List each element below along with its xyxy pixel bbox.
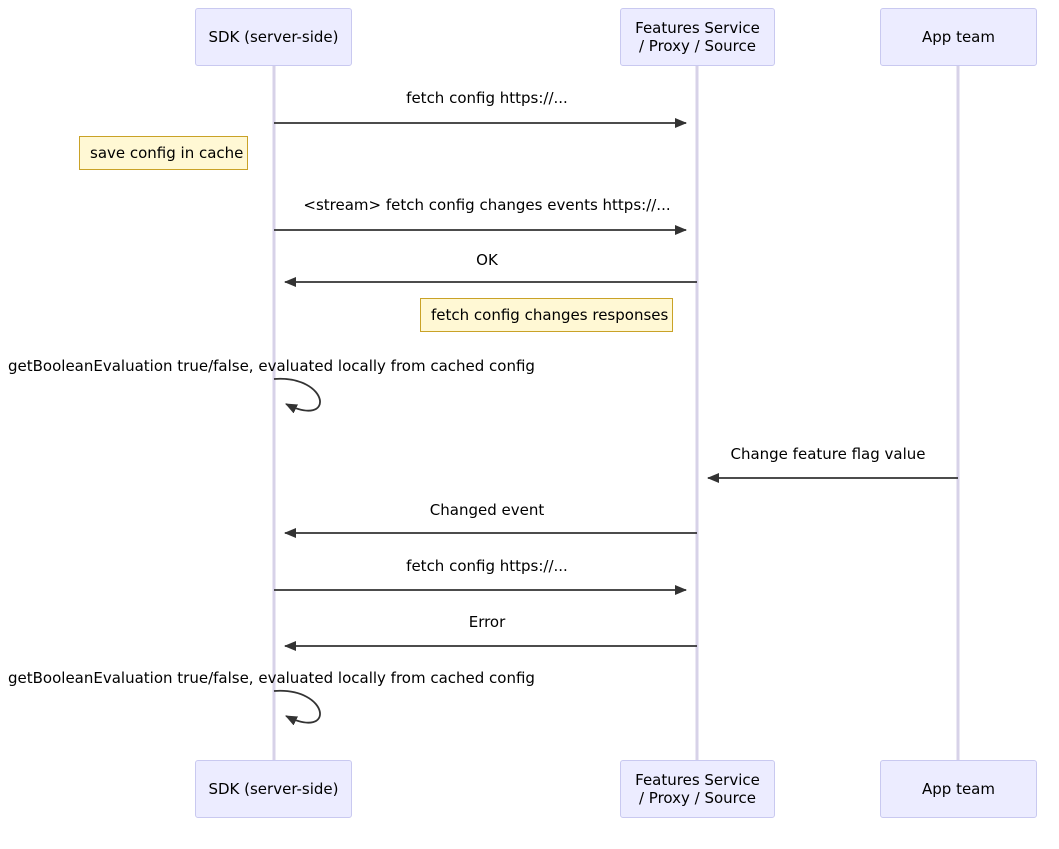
message-label-changed-event: Changed event (429, 501, 545, 519)
participant-appteam-bottom[interactable]: App team (880, 760, 1037, 818)
participant-label: Features Service / Proxy / Source (635, 19, 760, 55)
participant-label: Features Service / Proxy / Source (635, 771, 760, 807)
participant-sdk-top[interactable]: SDK (server-side) (195, 8, 352, 66)
note-save-config-in-cache: save config in cache (79, 136, 248, 170)
note-label: save config in cache (90, 144, 244, 162)
participant-features-bottom[interactable]: Features Service / Proxy / Source (620, 760, 775, 818)
message-label-fetch-config-2: fetch config https://... (406, 557, 568, 575)
message-label-change-feature-flag-value: Change feature flag value (730, 445, 926, 463)
message-label-get-boolean-evaluation-2: getBooleanEvaluation true/false, evaluat… (8, 669, 535, 687)
message-label-ok: OK (476, 251, 498, 269)
participant-label: App team (922, 28, 995, 46)
note-fetch-config-changes-responses: fetch config changes responses (420, 298, 673, 332)
message-label-fetch-config-1: fetch config https://... (406, 89, 568, 107)
message-label-stream-fetch-config-changes: <stream> fetch config changes events htt… (303, 196, 671, 214)
note-label: fetch config changes responses (431, 306, 669, 324)
message-label-error: Error (468, 613, 506, 631)
participant-label: App team (922, 780, 995, 798)
participant-label: SDK (server-side) (208, 28, 339, 46)
participant-features-top[interactable]: Features Service / Proxy / Source (620, 8, 775, 66)
lifelines (272, 66, 960, 760)
participant-appteam-top[interactable]: App team (880, 8, 1037, 66)
participant-label: SDK (server-side) (208, 780, 339, 798)
participant-sdk-bottom[interactable]: SDK (server-side) (195, 760, 352, 818)
message-selfloop-m4 (273, 378, 321, 414)
message-arrows (273, 118, 958, 726)
message-label-get-boolean-evaluation-1: getBooleanEvaluation true/false, evaluat… (8, 357, 535, 375)
message-selfloop-m9 (273, 690, 321, 726)
